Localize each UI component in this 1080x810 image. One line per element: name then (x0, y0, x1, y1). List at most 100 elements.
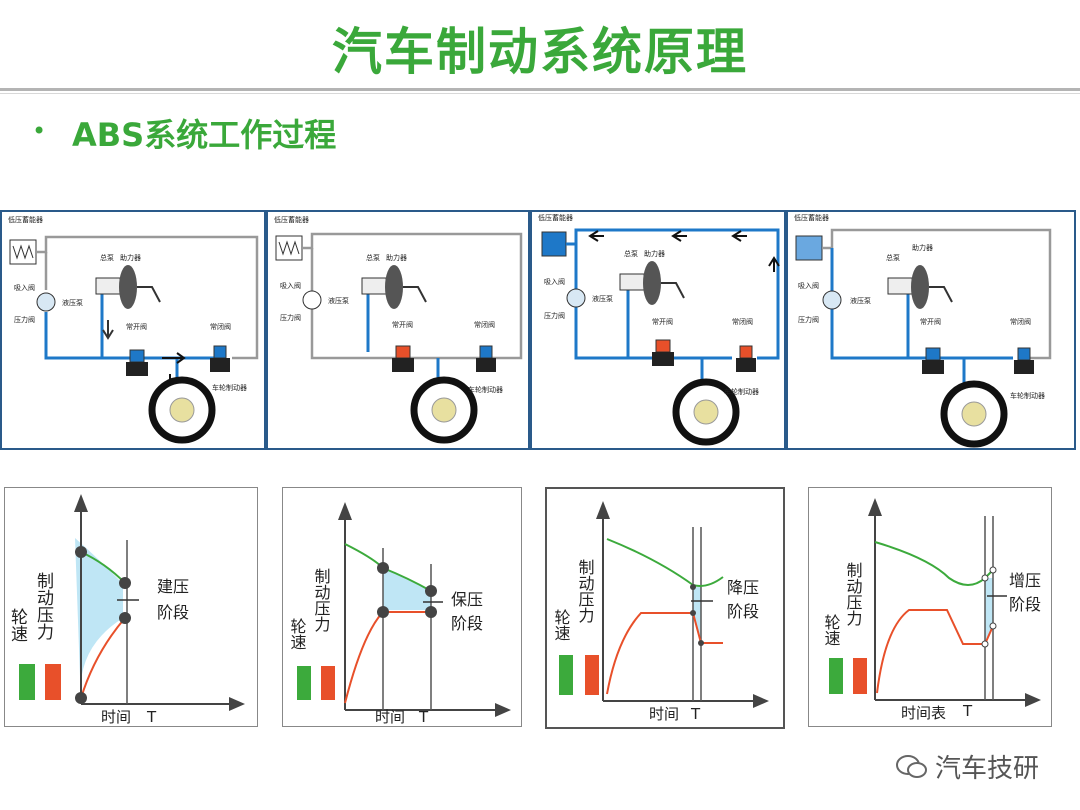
accumulator-icon (541, 231, 567, 257)
wheel-speed-label: 轮速 (822, 614, 841, 646)
wheel-speed-label: 轮速 (7, 608, 28, 642)
svg-text:助力器: 助力器 (120, 253, 141, 262)
t-label: T (690, 705, 701, 723)
svg-text:液压泵: 液压泵 (328, 296, 349, 305)
svg-text:吸入阀: 吸入阀 (544, 277, 565, 286)
svg-text:常开阀: 常开阀 (392, 320, 413, 329)
bullet-marker: • (32, 117, 47, 145)
brake-pressure-label: 制动压力 (33, 572, 54, 640)
t-label: T (146, 708, 157, 726)
watermark: 汽车技研 (895, 748, 1039, 785)
svg-text:阶段: 阶段 (1009, 595, 1041, 614)
svg-text:压力阀: 压力阀 (280, 313, 301, 322)
svg-text:助力器: 助力器 (912, 243, 933, 252)
brake-pedal-icon (137, 286, 161, 303)
chart-build-phase: 制动压力 轮速 建压 阶段 时间 T (4, 487, 258, 727)
brake-pressure-curve (80, 617, 126, 699)
svg-text:液压泵: 液压泵 (62, 298, 83, 307)
brake-pressure-legend (45, 664, 61, 700)
wheel-speed-label: 轮速 (552, 609, 571, 641)
svg-text:吸入阀: 吸入阀 (14, 283, 35, 292)
flow-arrow-icon (102, 320, 114, 340)
wheel-speed-curve (606, 538, 724, 587)
svg-text:车轮制动器: 车轮制动器 (1010, 391, 1045, 400)
abs-diagram-release: 低压蓄能器 吸入阀 液压泵 压力阀 总泵 助力器 常开阀 常闭阀 车轮制动器 (530, 210, 786, 450)
svg-text:总泵: 总泵 (886, 253, 900, 262)
svg-text:车轮制动器: 车轮制动器 (212, 383, 247, 392)
svg-text:吸入阀: 吸入阀 (280, 281, 301, 290)
title-divider (0, 88, 1080, 91)
svg-text:液压泵: 液压泵 (592, 294, 613, 303)
watermark-text: 汽车技研 (935, 754, 1040, 784)
wheel-speed-curve (874, 541, 994, 586)
svg-text:液压泵: 液压泵 (850, 296, 871, 305)
wheel-speed-legend (19, 664, 35, 700)
brake-pressure-curve (606, 612, 723, 695)
normally-closed-valve-icon (213, 345, 227, 359)
svg-text:常闭阀: 常闭阀 (1010, 317, 1031, 326)
page-title: 汽车制动系统原理 (332, 22, 748, 81)
brake-pressure-legend (321, 666, 335, 700)
svg-text:助力器: 助力器 (386, 253, 407, 262)
return-pipe (36, 235, 259, 360)
svg-text:助力器: 助力器 (644, 249, 665, 258)
label-low-pressure-accumulator: 低压蓄能器 (8, 215, 43, 224)
brake-pressure-curve (344, 611, 431, 704)
abs-diagram-hold: 低压蓄能器 吸入阀 液压泵 压力阀 总泵 助力器 常开阀 常闭阀 车轮制动器 (266, 210, 530, 450)
abs-diagram-increase: 低压蓄能器 吸入阀 液压泵 压力阀 总泵 助力器 常开阀 常闭阀 车轮制动器 (786, 210, 1076, 450)
svg-text:总泵: 总泵 (366, 253, 380, 262)
svg-text:常闭阀: 常闭阀 (474, 320, 495, 329)
svg-text:常开阀: 常开阀 (652, 317, 673, 326)
svg-text:低压蓄能器: 低压蓄能器 (274, 215, 309, 224)
brake-pressure-label: 制动压力 (844, 562, 863, 627)
svg-text:吸入阀: 吸入阀 (798, 281, 819, 290)
svg-text:常开阀: 常开阀 (920, 317, 941, 326)
accumulator-icon (9, 239, 37, 265)
phase-label: 增压 (1009, 571, 1041, 590)
phase-label: 降压 (727, 578, 759, 597)
svg-text:车轮制动器: 车轮制动器 (724, 387, 759, 396)
pump-icon (36, 292, 56, 312)
svg-text:阶段: 阶段 (727, 602, 759, 621)
accumulator-icon (795, 235, 823, 261)
normally-open-valve-icon (129, 349, 145, 363)
x-axis-label: 时间表 (901, 704, 946, 722)
svg-text:压力阀: 压力阀 (544, 311, 565, 320)
x-axis-label: 时间 (101, 708, 131, 726)
section-subtitle: ABS系统工作过程 (72, 116, 337, 154)
chart-increase-phase: 制动压力 轮速 增压 阶段 时间表 T (808, 487, 1052, 727)
svg-text:常闭阀: 常闭阀 (210, 322, 231, 331)
svg-text:低压蓄能器: 低压蓄能器 (794, 213, 829, 222)
title-divider-thin (0, 93, 1080, 94)
svg-text:阶段: 阶段 (157, 603, 189, 622)
master-cylinder-icon (95, 277, 121, 295)
wheel-speed-label: 轮速 (288, 618, 307, 650)
chart-hold-phase: 制动压力 轮速 保压 阶段 时间 T (282, 487, 522, 727)
phase-area (75, 538, 123, 704)
svg-text:压力阀: 压力阀 (798, 315, 819, 324)
svg-text:总泵: 总泵 (100, 253, 114, 262)
normally-open-valve-icon (395, 345, 411, 359)
brake-pressure-legend (585, 655, 599, 695)
abs-diagram-build: 低压蓄能器 吸入阀 液压泵 压力阀 总泵 助力器 常开阀 常闭阀 车轮制动器 (0, 210, 266, 450)
brake-pressure-label: 制动压力 (312, 568, 331, 633)
phase-area (383, 568, 431, 610)
t-label: T (962, 702, 973, 720)
svg-text:总泵: 总泵 (624, 249, 638, 258)
brake-pressure-legend (853, 658, 867, 694)
svg-text:阶段: 阶段 (451, 614, 483, 633)
wheel-speed-legend (297, 666, 311, 700)
svg-text:低压蓄能器: 低压蓄能器 (538, 213, 573, 222)
brake-pressure-label: 制动压力 (576, 559, 595, 624)
booster-icon (119, 265, 137, 309)
chart-release-phase: 制动压力 轮速 降压 阶段 时间 T (545, 487, 785, 729)
svg-text:车轮制动器: 车轮制动器 (468, 385, 503, 394)
svg-text:常开阀: 常开阀 (126, 322, 147, 331)
x-axis-label: 时间 (375, 708, 405, 726)
svg-text:压力阀: 压力阀 (14, 315, 35, 324)
phase-label: 建压 (157, 577, 189, 596)
phase-label: 保压 (451, 590, 483, 609)
pressure-pipe (44, 312, 217, 360)
wheel-speed-legend (559, 655, 573, 695)
x-axis-label: 时间 (649, 705, 679, 723)
